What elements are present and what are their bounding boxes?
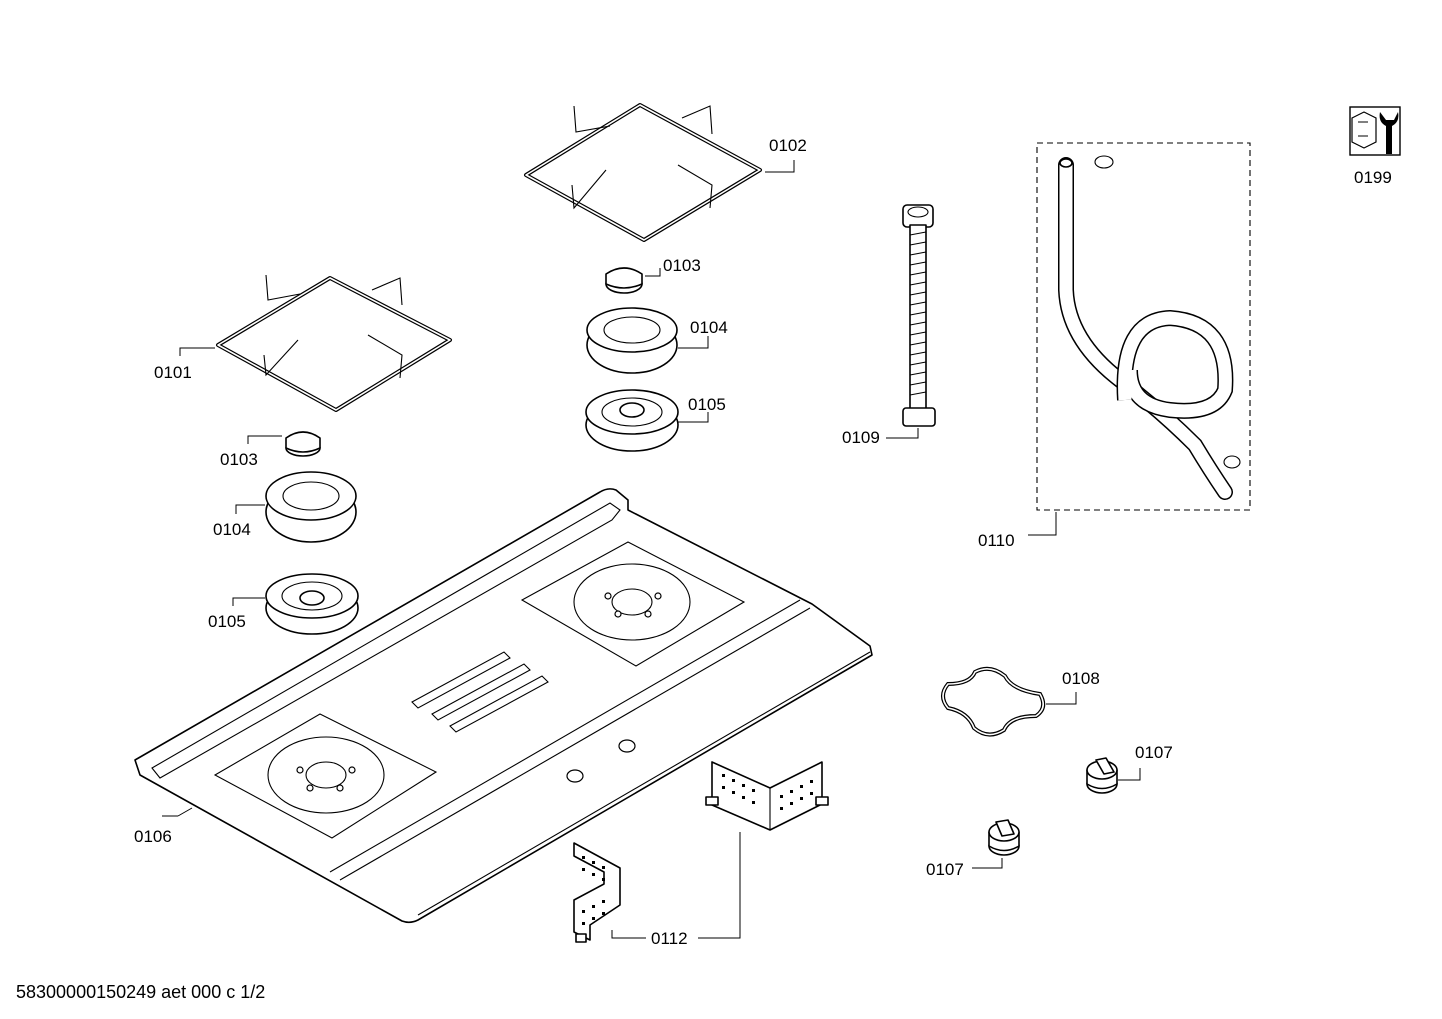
- label-0107: 0107: [926, 860, 964, 879]
- label-0107: 0107: [1135, 743, 1173, 762]
- pan-support-grate-icon[interactable]: [216, 274, 452, 412]
- burner-cap-icon[interactable]: [285, 431, 321, 457]
- label-0103: 0103: [663, 256, 701, 275]
- document-id: 58300000150249 aet 000 c 1/2: [16, 982, 266, 1002]
- label-0101: 0101: [154, 363, 192, 382]
- gas-hose-icon[interactable]: [902, 204, 936, 427]
- hose-kit-icon[interactable]: [1036, 142, 1251, 511]
- mounting-bracket-icon[interactable]: [573, 842, 621, 943]
- label-0105: 0105: [688, 395, 726, 414]
- label-0103: 0103: [220, 450, 258, 469]
- control-knob-icon[interactable]: [1086, 757, 1118, 794]
- burner-ring-icon[interactable]: [265, 471, 357, 543]
- burner-base-icon[interactable]: [585, 389, 679, 452]
- burner-ring-icon[interactable]: [586, 307, 678, 374]
- label-0112: 0112: [651, 929, 688, 948]
- label-0109: 0109: [842, 428, 880, 447]
- burner-cap-icon[interactable]: [605, 267, 643, 294]
- label-0199: 0199: [1354, 168, 1392, 187]
- control-knob-icon[interactable]: [988, 819, 1020, 856]
- wok-ring-icon[interactable]: [941, 666, 1046, 737]
- label-0110: 0110: [978, 531, 1015, 550]
- pan-support-grate-icon[interactable]: [524, 103, 762, 242]
- mounting-bracket-icon[interactable]: [705, 761, 829, 831]
- nut-and-wrench-icon[interactable]: [1349, 106, 1401, 156]
- burner-base-icon[interactable]: [265, 573, 359, 635]
- hob-top-panel-icon[interactable]: [134, 488, 873, 924]
- label-0108: 0108: [1062, 669, 1100, 688]
- label-0106: 0106: [134, 827, 172, 846]
- label-0102: 0102: [769, 136, 807, 155]
- label-0104: 0104: [690, 318, 728, 337]
- label-0104: 0104: [213, 520, 251, 539]
- label-0105: 0105: [208, 612, 246, 631]
